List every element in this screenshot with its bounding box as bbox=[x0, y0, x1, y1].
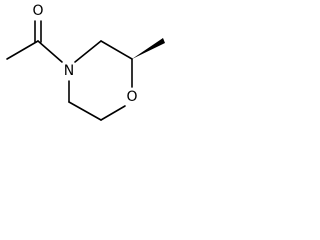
bond-oxygen-c6 bbox=[100, 105, 126, 121]
bond-carbonyl-nitrogen bbox=[37, 40, 63, 63]
stereo-wedge-bond bbox=[132, 38, 165, 59]
structural-formula: O N O bbox=[6, 3, 165, 121]
bond-c6-c5 bbox=[68, 101, 102, 121]
atom-label-carbonyl-oxygen: O bbox=[32, 3, 43, 19]
atom-label-ring-nitrogen: N bbox=[64, 63, 74, 79]
bond-c3-c2 bbox=[100, 40, 133, 60]
bond-methyl-carbonyl bbox=[6, 40, 39, 60]
atom-label-ring-oxygen: O bbox=[126, 89, 137, 105]
bond-nitrogen-c3 bbox=[74, 40, 102, 63]
